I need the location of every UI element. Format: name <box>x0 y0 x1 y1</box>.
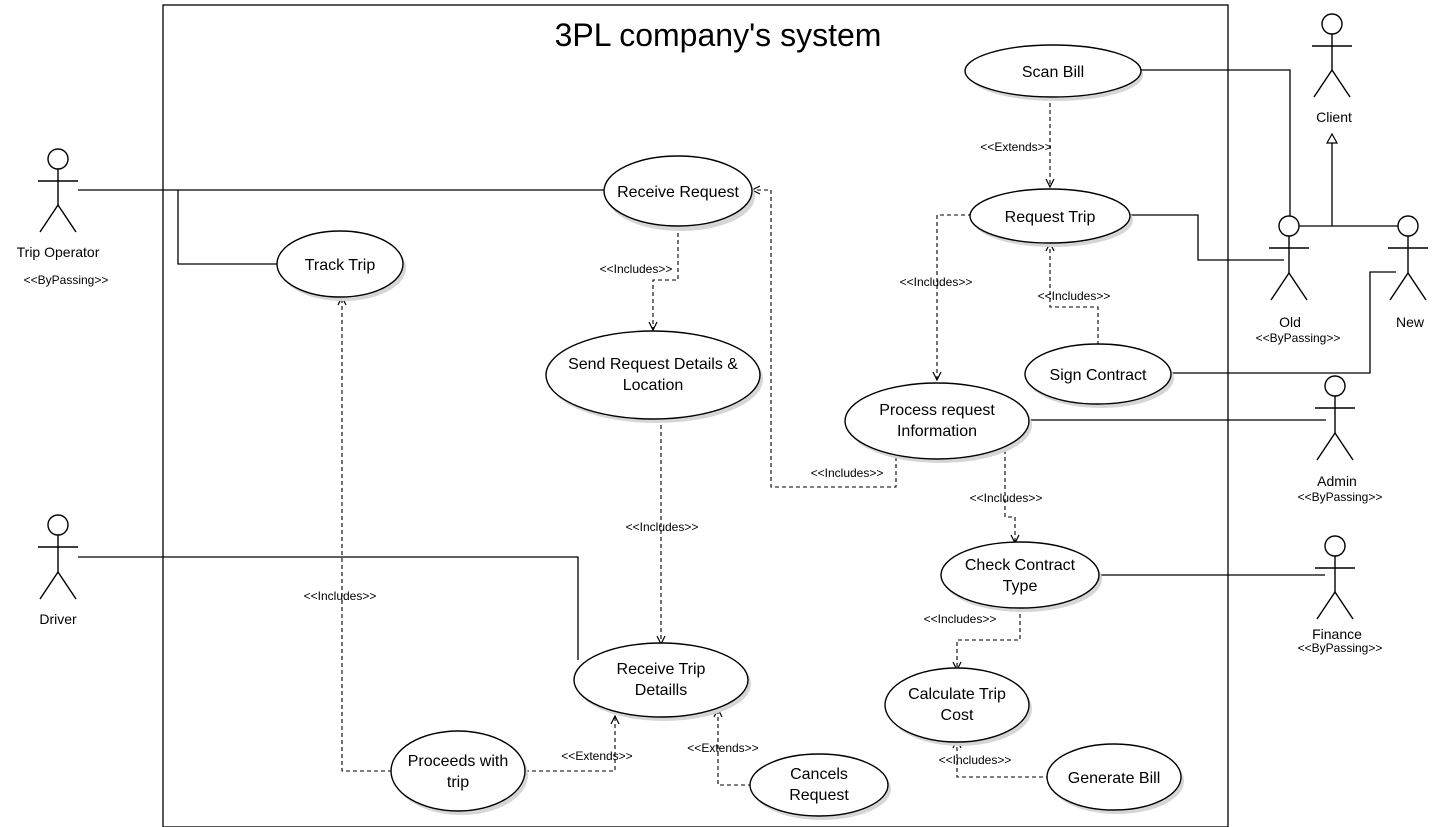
label-proceeds-extends: <<Extends>> <box>561 749 632 763</box>
use-case-label: trip <box>447 774 469 791</box>
associations <box>78 69 1398 660</box>
dep-process-receive <box>752 190 897 488</box>
dependencies <box>342 96 1099 786</box>
dep-generate-calculate <box>957 740 1050 778</box>
use-case-label: Cost <box>941 707 974 724</box>
use-case-label: Information <box>897 423 977 440</box>
use-case-label: Detaills <box>635 682 687 699</box>
use-case-label: Send Request Details & <box>568 356 738 373</box>
assoc-operator-track-trip <box>177 190 279 265</box>
use-case-label: Generate Bill <box>1068 770 1161 787</box>
use-case-label: Proceeds with <box>408 753 509 770</box>
dep-check-calculate <box>957 607 1021 670</box>
actor-stereotype: <<ByPassing>> <box>24 273 109 287</box>
use-case-receive-trip-details[interactable]: Receive Trip Detaills <box>573 642 751 721</box>
use-case-label: Process request <box>879 402 995 419</box>
dep-proceeds-receivetrip <box>525 716 615 772</box>
use-case-label: Receive Request <box>617 184 739 201</box>
actor-old[interactable]: Old <<ByPassing>> <box>1256 215 1341 345</box>
dep-process-check <box>1004 450 1015 543</box>
actor-admin[interactable]: Admin <<ByPassing>> <box>1298 375 1383 504</box>
label-generate-includes: <<Includes>> <box>939 753 1012 767</box>
dep-request-process <box>937 214 972 380</box>
actor-new[interactable]: New <box>1388 215 1428 330</box>
use-case-scan-bill[interactable]: Scan Bill <box>964 44 1143 101</box>
label-process-includes-check: <<Includes>> <box>970 491 1043 505</box>
assoc-requesttrip-old <box>1131 214 1284 261</box>
use-case-calculate-cost[interactable]: Calculate Trip Cost <box>884 667 1032 746</box>
use-case-request-trip[interactable]: Request Trip <box>969 188 1133 247</box>
use-case-check-contract[interactable]: Check Contract Type <box>940 541 1102 612</box>
dep-cancels-receivetrip <box>718 709 752 786</box>
label-send-includes: <<Includes>> <box>626 520 699 534</box>
use-case-cancels-request[interactable]: Cancels Request <box>749 753 891 820</box>
label-proceeds-includes: <<Includes>> <box>304 589 377 603</box>
use-case-label: Location <box>623 377 684 394</box>
actor-name: Driver <box>39 611 77 627</box>
use-case-label: Check Contract <box>965 557 1076 574</box>
assoc-scanbill-old <box>1140 69 1291 222</box>
use-case-label: Calculate Trip <box>908 686 1006 703</box>
dep-receive-send <box>653 226 679 330</box>
assoc-signcontract-new <box>1172 271 1396 374</box>
actor-driver[interactable]: Driver <box>38 514 78 627</box>
label-check-includes: <<Includes>> <box>924 612 997 626</box>
assoc-driver-receive-trip <box>78 556 579 660</box>
actor-client[interactable]: Client <box>1312 13 1352 125</box>
system-title: 3PL company's system <box>555 17 882 53</box>
actor-name: Finance <box>1312 626 1362 642</box>
use-case-proceeds-trip[interactable]: Proceeds with trip <box>390 730 528 815</box>
use-case-label: Type <box>1003 578 1038 595</box>
actor-name: Trip Operator <box>17 244 100 260</box>
use-case-sign-contract[interactable]: Sign Contract <box>1024 343 1174 408</box>
use-case-receive-request[interactable]: Receive Request <box>603 155 755 231</box>
label-request-includes: <<Includes>> <box>900 275 973 289</box>
use-case-label: Scan Bill <box>1022 64 1084 81</box>
label-cancels-extends: <<Extends>> <box>687 741 758 755</box>
use-case-label: Request Trip <box>1005 209 1096 226</box>
actor-stereotype: <<ByPassing>> <box>1298 641 1383 655</box>
use-case-label: Sign Contract <box>1050 367 1147 384</box>
use-case-send-request-details[interactable]: Send Request Details & Location <box>545 330 763 423</box>
actor-finance[interactable]: Finance <<ByPassing>> <box>1298 535 1383 655</box>
label-process-includes-receive: <<Includes>> <box>811 466 884 480</box>
relation-labels: <<Extends>> <<Includes>> <<Includes>> <<… <box>304 140 1111 767</box>
use-case-track-trip[interactable]: Track Trip <box>276 230 406 301</box>
actor-stereotype: <<ByPassing>> <box>1256 331 1341 345</box>
actor-name: New <box>1396 314 1425 330</box>
actor-name: Admin <box>1317 473 1357 489</box>
actor-stereotype: <<ByPassing>> <box>1298 490 1383 504</box>
use-case-label: Receive Trip <box>617 661 706 678</box>
use-case-label: Request <box>789 787 849 804</box>
actor-name: Client <box>1316 109 1352 125</box>
actor-name: Old <box>1279 314 1301 330</box>
use-case-label: Track Trip <box>305 257 376 274</box>
use-case-process-request[interactable]: Process request Information <box>844 382 1032 463</box>
use-case-label: Cancels <box>790 766 848 783</box>
actor-trip-operator[interactable]: Trip Operator <<ByPassing>> <box>17 148 109 287</box>
label-sign-includes: <<Includes>> <box>1038 289 1111 303</box>
label-receive-includes: <<Includes>> <box>600 262 673 276</box>
use-case-generate-bill[interactable]: Generate Bill <box>1046 743 1184 814</box>
system-boundary <box>162 4 1229 827</box>
dep-proceeds-track <box>342 297 392 772</box>
label-scan-extends: <<Extends>> <box>980 140 1051 154</box>
